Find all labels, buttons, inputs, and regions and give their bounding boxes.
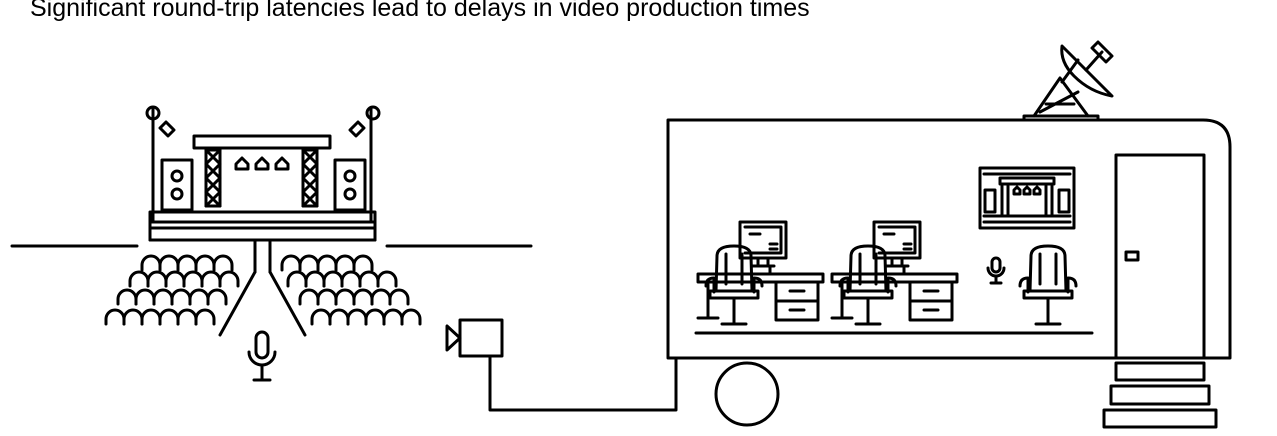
- operator-workstation-1: [698, 222, 823, 324]
- wheel-icon: [716, 363, 778, 425]
- video-camera-icon: [447, 320, 502, 356]
- microphone-icon: [988, 258, 1004, 283]
- stage-preview-monitor-icon: [980, 168, 1074, 228]
- truck-door-icon: [1116, 155, 1204, 358]
- concert-stage-icon: [147, 107, 379, 272]
- truck-steps-icon: [1104, 363, 1216, 427]
- operator-workstation-2: [832, 222, 957, 324]
- microphone-icon: [249, 332, 275, 380]
- office-chair-icon: [1020, 246, 1076, 324]
- camera-cable: [490, 356, 676, 410]
- satellite-dish-icon: [1024, 42, 1112, 120]
- crowd-icon: [106, 256, 420, 335]
